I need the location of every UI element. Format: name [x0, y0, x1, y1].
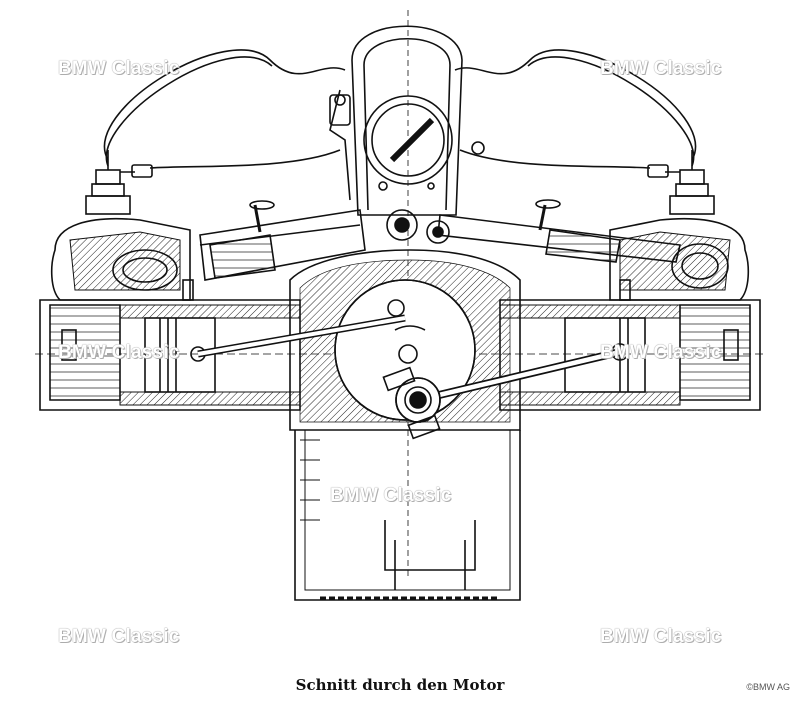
right-valve-gear: [426, 199, 681, 263]
watermark: BMW Classic: [58, 626, 180, 647]
watermark: BMW Classic: [330, 485, 452, 506]
copyright-notice: ©BMW AG: [746, 682, 790, 692]
watermark: BMW Classic: [58, 58, 180, 79]
connecting-rods: [197, 314, 621, 440]
watermark: BMW Classic: [600, 58, 722, 79]
left-cylinder: [39, 299, 301, 411]
right-cylinder-head: [609, 217, 750, 301]
crankcase: [289, 249, 521, 431]
spark-plug-left: [85, 150, 131, 215]
spark-plug-right: [669, 150, 715, 215]
left-valve-gear: [199, 200, 418, 281]
watermark: BMW Classic: [58, 342, 180, 363]
figure-caption: Schnitt durch den Motor: [295, 676, 505, 694]
watermark: BMW Classic: [600, 626, 722, 647]
ignition-cables: [104, 49, 696, 178]
oil-sump: [294, 430, 521, 601]
left-cylinder-head: [50, 217, 191, 301]
watermark: BMW Classic: [600, 342, 722, 363]
head-bolts: [61, 279, 739, 361]
right-cylinder: [499, 299, 761, 411]
